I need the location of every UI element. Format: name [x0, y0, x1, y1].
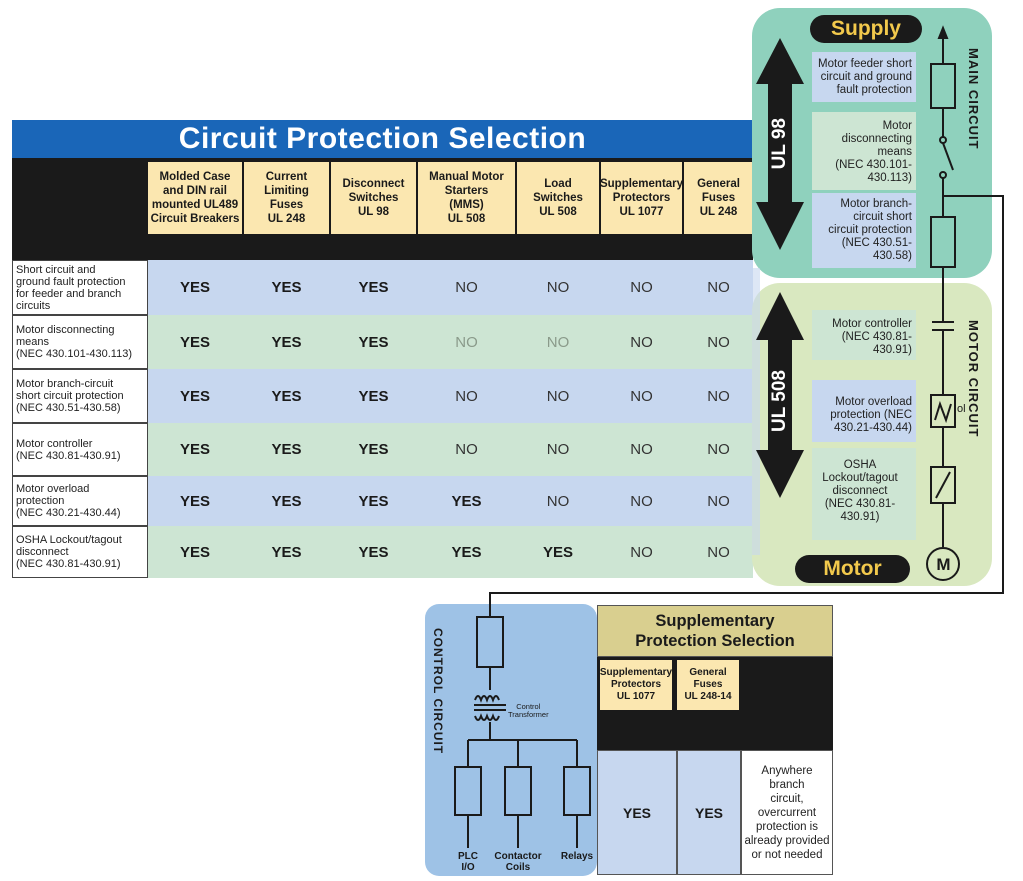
table-cell: YES	[271, 333, 302, 351]
table-cell: NO	[455, 279, 478, 296]
ul98-arrow	[756, 38, 804, 250]
table-row	[148, 476, 753, 526]
sup-col-supplementary-protectors: Supplementary Protectors UL 1077	[600, 660, 672, 710]
supplementary-title: Supplementary Protection Selection	[597, 605, 833, 657]
table-cell: NO	[707, 441, 730, 458]
table-cell: YES	[271, 441, 302, 458]
table-cell: YES	[358, 387, 389, 405]
table-cell: NO	[630, 333, 653, 351]
row-label: Short circuit and ground fault protectio…	[12, 260, 148, 315]
table-cell: YES	[271, 492, 302, 510]
table-cell: YES	[271, 279, 302, 296]
table-cell: NO	[546, 279, 570, 296]
table-cell: YES	[179, 387, 210, 405]
control-circuit-label: CONTROL CIRCUIT	[431, 628, 445, 755]
label-disconnecting-means: Motor disconnecting means (NEC 430.101- …	[835, 120, 912, 184]
svg-text:ol: ol	[957, 403, 966, 415]
main-circuit-label: MAIN CIRCUIT	[966, 48, 981, 150]
supply-pill: Supply	[810, 15, 922, 43]
label-lockout: OSHA Lockout/tagout disconnect (NEC 430.…	[822, 459, 898, 523]
table-cell: NO	[455, 387, 478, 405]
sup-cell-general-fuses: YES	[677, 750, 741, 875]
column-header: Current Limiting Fuses UL 248	[244, 162, 329, 234]
ul508-label: UL 508	[769, 370, 790, 432]
table-cell: YES	[451, 492, 482, 510]
table-cell: YES	[451, 543, 482, 561]
table-cell: NO	[707, 279, 730, 296]
table-cell: YES	[358, 543, 389, 561]
label-overload-protection: Motor overload protection (NEC 430.21-43…	[830, 396, 912, 434]
table-row	[148, 423, 753, 476]
label-feeder-protection: Motor feeder short circuit and ground fa…	[818, 58, 912, 96]
sup-col-general-fuses: General Fuses UL 248-14	[677, 660, 739, 710]
circuit-protection-table: Circuit Protection Selection Molded Case…	[12, 120, 753, 578]
row-label: Motor branch-circuit short circuit prote…	[12, 369, 148, 423]
motor-pill: Motor	[795, 555, 910, 583]
table-cell: NO	[630, 492, 653, 510]
table-cell: NO	[707, 333, 730, 351]
table-cell: YES	[179, 441, 210, 458]
table-cell: NO	[546, 387, 570, 405]
table-cell: YES	[542, 543, 573, 561]
table-title: Circuit Protection Selection	[12, 120, 753, 158]
table-row	[148, 260, 753, 315]
output-relays: Relays	[560, 851, 594, 862]
table-cell: YES	[358, 492, 389, 510]
table-cell: NO	[630, 543, 653, 561]
row-label: Motor overload protection (NEC 430.21-43…	[12, 476, 148, 526]
ul508-arrow	[756, 292, 804, 498]
ul98-label: UL 98	[769, 118, 790, 170]
output-plc: PLC I/O	[458, 851, 478, 873]
row-label: OSHA Lockout/tagout disconnect (NEC 430.…	[12, 526, 148, 578]
sup-cell-supplementary: YES	[597, 750, 677, 875]
table-cell: NO	[546, 492, 570, 510]
column-header: Supplementary Protectors UL 1077	[600, 162, 683, 234]
table-cell: YES	[271, 543, 302, 561]
table-cell: NO	[546, 441, 570, 458]
table-cell: NO	[630, 279, 653, 296]
table-cell: YES	[179, 279, 210, 296]
band-connector	[752, 268, 760, 555]
table-cell: YES	[358, 333, 389, 351]
column-header: Load Switches UL 508	[517, 162, 599, 234]
motor-symbol-circle	[926, 547, 960, 581]
motor-symbol-letter: M	[936, 555, 951, 574]
label-motor-controller: Motor controller (NEC 430.81- 430.91)	[832, 318, 912, 356]
table-cell: NO	[707, 543, 730, 561]
column-header: General Fuses UL 248	[684, 162, 753, 234]
table-row	[148, 369, 753, 423]
table-cell: NO	[455, 441, 478, 458]
output-contactor-coils: Contactor Coils	[494, 851, 542, 873]
table-cell: NO	[455, 333, 478, 351]
column-header: Molded Case and DIN rail mounted UL489 C…	[148, 162, 242, 234]
label-branch-protection: Motor branch- circuit short circuit prot…	[828, 198, 912, 262]
table-cell: NO	[707, 387, 730, 405]
table-cell: YES	[358, 441, 389, 458]
row-label: Motor disconnecting means (NEC 430.101-4…	[12, 315, 148, 369]
table-cell: NO	[630, 387, 653, 405]
column-header: Disconnect Switches UL 98	[331, 162, 416, 234]
table-cell: YES	[179, 543, 210, 561]
table-cell: NO	[707, 492, 730, 510]
table-cell: YES	[271, 387, 302, 405]
table-cell: NO	[546, 333, 570, 351]
control-transformer-label: Control Transformer	[508, 702, 549, 719]
sup-note: Anywhere branch circuit, overcurrent pro…	[741, 750, 833, 875]
table-row	[148, 526, 753, 578]
column-header: Manual Motor Starters (MMS) UL 508	[418, 162, 515, 234]
row-label: Motor controller (NEC 430.81-430.91)	[12, 423, 148, 476]
table-cell: YES	[179, 333, 210, 351]
table-cell: NO	[630, 441, 653, 458]
table-cell: YES	[179, 492, 210, 510]
table-cell: YES	[358, 279, 389, 296]
table-row	[148, 315, 753, 369]
motor-circuit-label: MOTOR CIRCUIT	[966, 320, 981, 438]
